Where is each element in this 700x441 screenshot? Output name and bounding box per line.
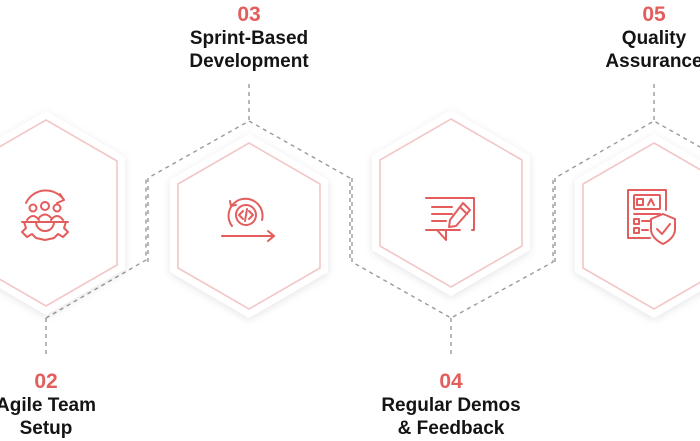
- connector-outline-02: [45, 177, 147, 319]
- step-number: 05: [642, 3, 666, 26]
- step-title: Regular Demos & Feedback: [381, 395, 521, 439]
- step-title: Quality Assurance: [605, 28, 700, 72]
- step-title: Sprint-Based Development: [189, 28, 309, 72]
- step-label-03: 03 Sprint-Based Development: [149, 3, 349, 73]
- step-number: 03: [237, 3, 261, 26]
- connector-outline-03: [147, 120, 351, 262]
- step-title: Agile Team Setup: [0, 395, 96, 439]
- hexagon-04: [372, 110, 530, 296]
- hexagon-03: [170, 134, 328, 318]
- agile-team-gear-icon: [21, 189, 69, 241]
- connectors: [45, 84, 700, 357]
- hexagon-05: [575, 134, 700, 318]
- connector-outline-05: [554, 120, 700, 262]
- step-label-04: 04 Regular Demos & Feedback: [351, 370, 551, 440]
- qa-checklist-shield-icon: [627, 189, 676, 245]
- connector-outline-04: [351, 178, 554, 319]
- step-number: 04: [439, 370, 463, 393]
- step-label-02: 02 Agile Team Setup: [0, 370, 146, 440]
- step-label-05: 05 Quality Assurance: [554, 3, 700, 73]
- step-number: 02: [34, 370, 58, 393]
- hexagon-02: [0, 111, 125, 315]
- sprint-code-cycle-icon: [221, 197, 275, 242]
- feedback-message-icon: [425, 197, 475, 241]
